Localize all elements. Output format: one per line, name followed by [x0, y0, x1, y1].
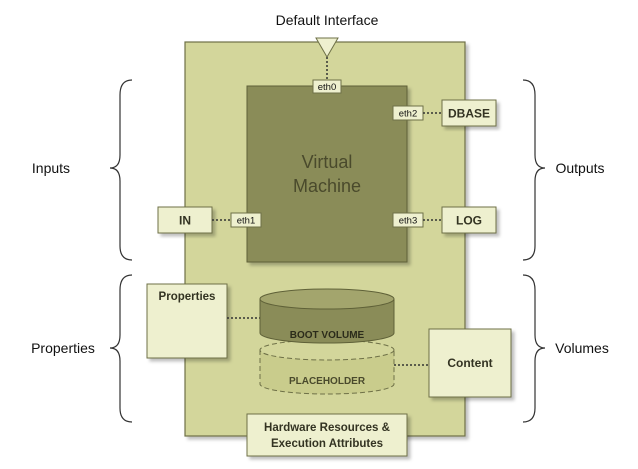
- log-output-label: LOG: [456, 214, 482, 228]
- eth3-label: eth3: [399, 216, 418, 227]
- in-input-label: IN: [179, 214, 191, 228]
- dbase-output-label: DBASE: [448, 107, 490, 121]
- inputs-brace: [109, 79, 133, 261]
- placeholder-volume-label: PLACEHOLDER: [289, 376, 366, 387]
- properties-label: Properties: [31, 340, 95, 356]
- properties-brace: [109, 274, 133, 423]
- properties-box: [146, 283, 228, 359]
- content-box-label: Content: [447, 356, 492, 370]
- volumes-label: Volumes: [555, 340, 609, 356]
- outputs-label: Outputs: [555, 160, 604, 176]
- eth2-label: eth2: [399, 109, 418, 120]
- default-interface-triangle-icon: [315, 37, 339, 58]
- vm-label-line2: Machine: [293, 176, 361, 196]
- log-output-box: [441, 206, 497, 234]
- dbase-output-box: [441, 99, 497, 127]
- volumes-brace: [522, 274, 546, 423]
- boot-volume-label: BOOT VOLUME: [290, 330, 365, 341]
- eth0-label: eth0: [318, 82, 337, 93]
- hardware-label-line2: Execution Attributes: [271, 438, 383, 450]
- properties-box-label: Properties: [159, 291, 216, 303]
- eth0-port: [312, 79, 342, 94]
- virtual-machine-box: [246, 85, 408, 263]
- boot-volume-cylinder: [259, 288, 395, 344]
- vm-label-line1: Virtual: [302, 152, 353, 172]
- eth1-label: eth1: [237, 216, 256, 227]
- default-interface-label: Default Interface: [276, 12, 379, 28]
- eth1-port: [230, 212, 262, 228]
- outputs-brace: [522, 79, 546, 261]
- in-input-box: [157, 206, 213, 234]
- inputs-label: Inputs: [32, 160, 70, 176]
- hardware-attributes-box: [246, 413, 408, 457]
- hardware-label-line1: Hardware Resources &: [264, 422, 390, 434]
- placeholder-volume-cylinder: [259, 339, 395, 395]
- content-box: [428, 328, 512, 398]
